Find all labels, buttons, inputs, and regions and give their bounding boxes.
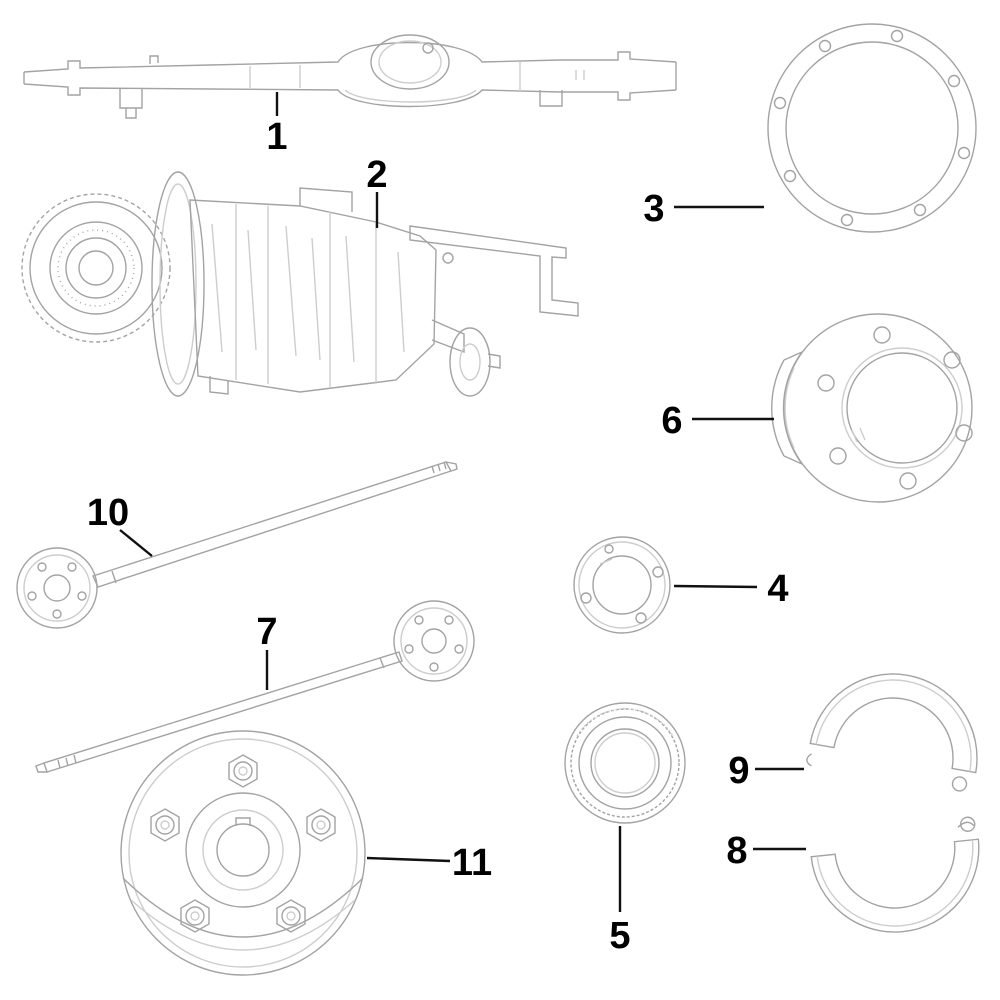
callout-label-6: 6 [661, 400, 682, 442]
part-rear-axle-housing [23, 34, 677, 119]
callout-label-1: 1 [266, 116, 287, 158]
callout-label-2: 2 [366, 154, 387, 196]
callout-label-3: 3 [643, 188, 664, 230]
part-brake-shoe-lower [810, 816, 980, 933]
callout-label-5: 5 [609, 915, 630, 957]
part-axle-housing-gasket [767, 23, 977, 233]
part-brake-drum-front-view [120, 730, 366, 976]
leader-line-10 [119, 529, 153, 557]
callout-label-11: 11 [452, 842, 492, 884]
callout-label-8: 8 [726, 830, 747, 872]
leader-line-4 [673, 584, 758, 589]
callout-label-7: 7 [256, 611, 277, 653]
callout-label-10: 10 [87, 492, 129, 534]
part-axle-shaft-long [16, 461, 458, 629]
part-differential-gear-assembly [21, 171, 579, 397]
callout-label-4: 4 [767, 568, 788, 610]
callout-label-9: 9 [728, 750, 749, 792]
part-axle-wheel-bearing [564, 702, 686, 824]
leader-line-11 [366, 856, 451, 863]
part-bearing-retainer-plate [573, 536, 671, 634]
part-brake-shoe-upper [806, 673, 978, 792]
part-brake-drum-rear-view [771, 313, 973, 503]
part-axle-shaft-short [35, 600, 475, 773]
